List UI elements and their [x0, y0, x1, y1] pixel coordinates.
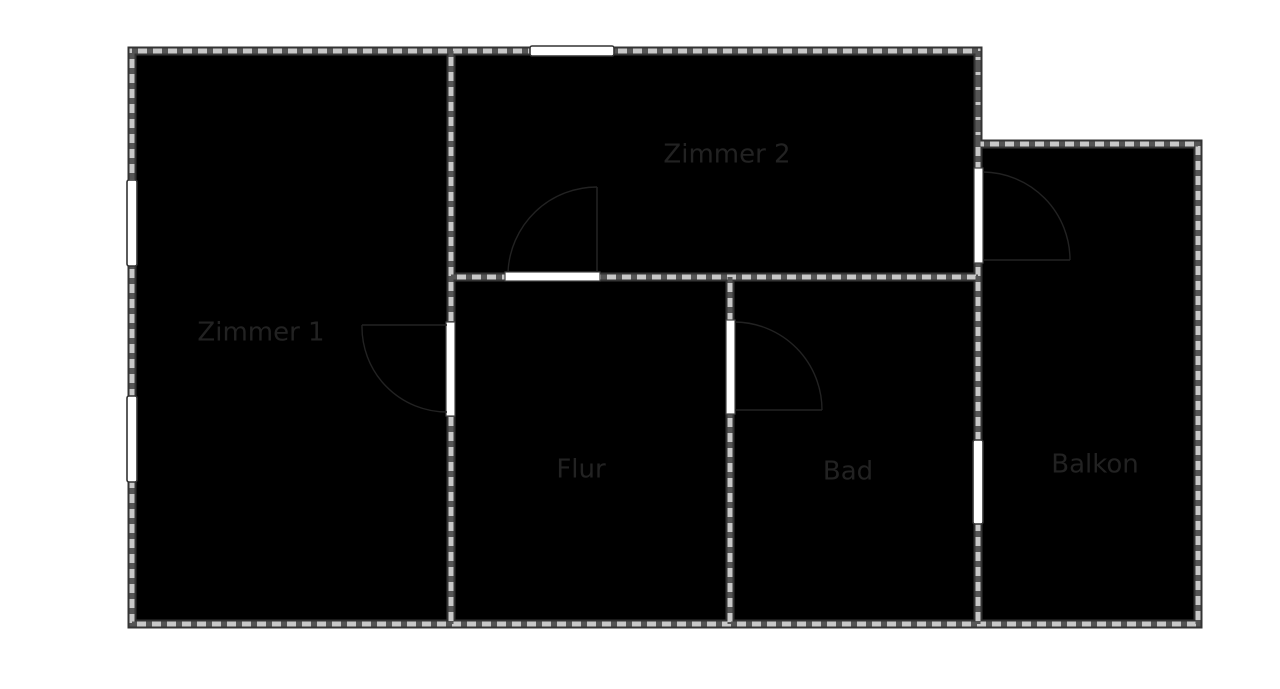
room-label-balkon: Balkon [1051, 450, 1139, 480]
door-zimmer1 [361, 321, 456, 417]
room-label-zimmer2: Zimmer 2 [663, 140, 790, 170]
door-balkon [973, 167, 1071, 264]
room-label-zimmer1: Zimmer 1 [197, 318, 324, 348]
window-top [529, 45, 615, 57]
window-left-lower [126, 395, 138, 483]
walls [132, 51, 1198, 624]
window-left-upper [126, 179, 138, 267]
room-label-flur: Flur [556, 455, 606, 485]
door-bad [725, 319, 823, 415]
window-balkon [972, 439, 984, 525]
room-label-bad: Bad [823, 457, 873, 487]
door-zimmer2 [504, 186, 601, 282]
